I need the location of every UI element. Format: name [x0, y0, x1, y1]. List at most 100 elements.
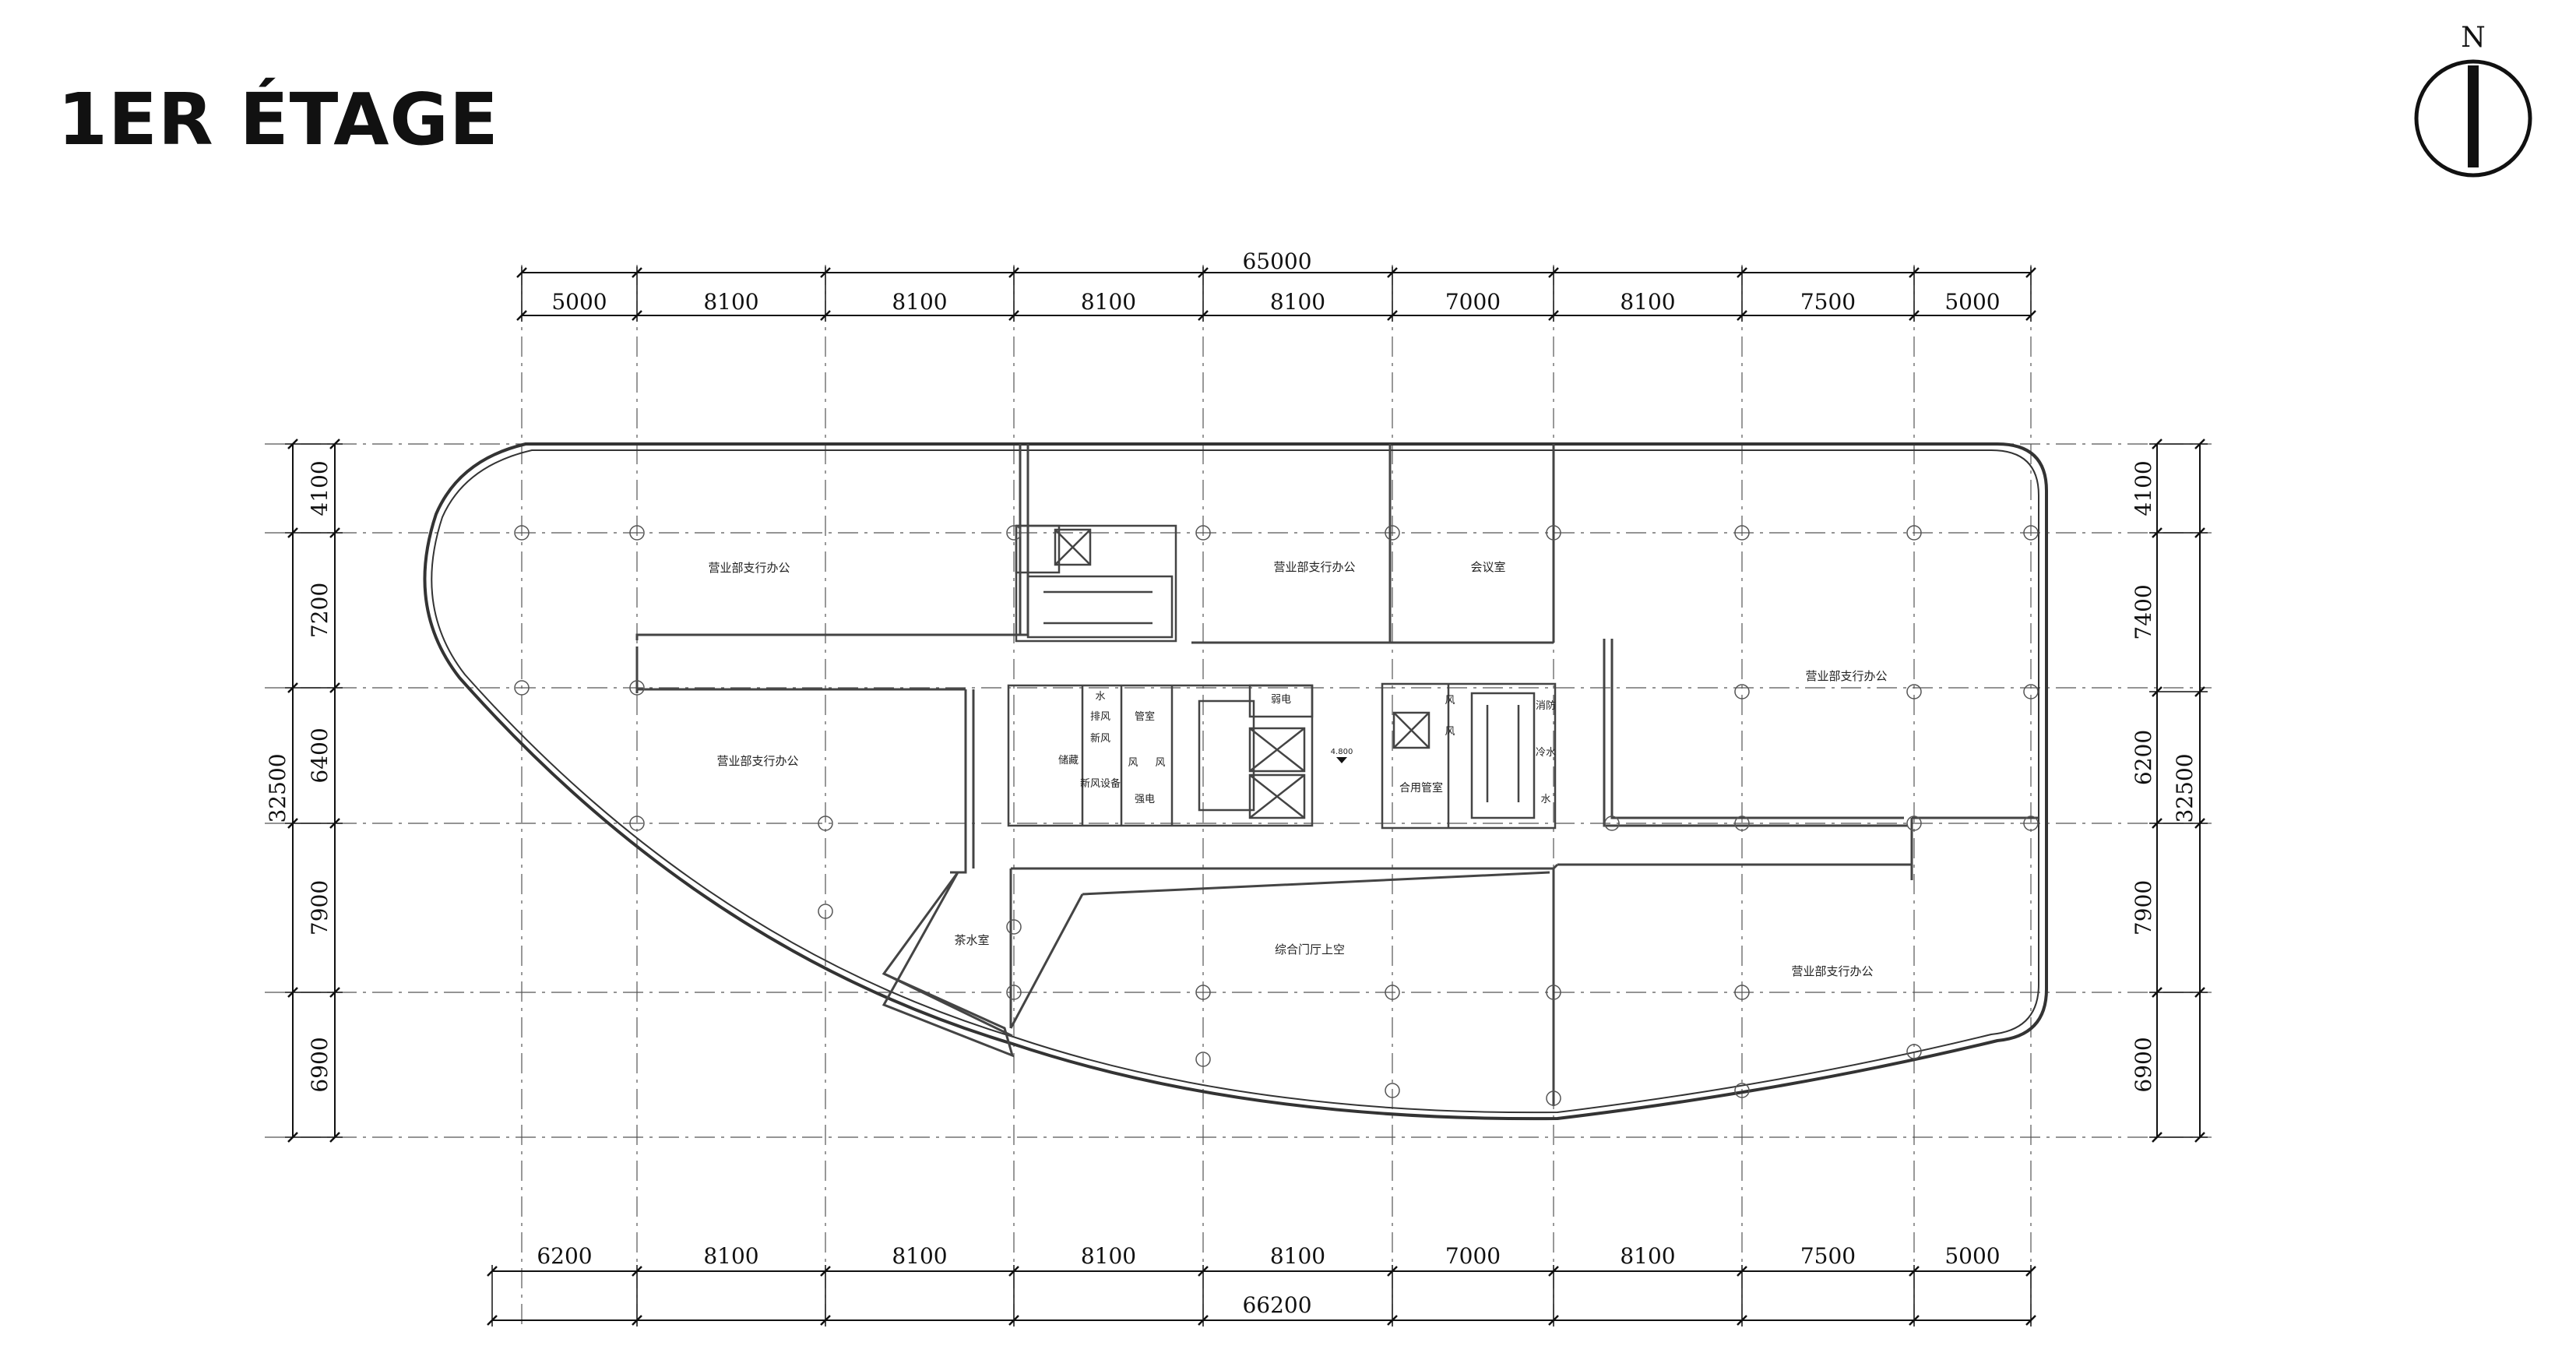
column-marker	[818, 816, 833, 831]
column-marker	[1734, 1083, 1750, 1098]
structural-columns	[514, 525, 2039, 1106]
top-span-dimension: 5000	[1944, 289, 2000, 315]
core-label-wind-d: 风	[1445, 726, 1455, 738]
core-label-fresh-air-a: 新风	[1090, 732, 1110, 745]
bottom-span-dimension: 8100	[1081, 1243, 1136, 1269]
room-label-office-n: 营业部支行办公	[1273, 560, 1355, 574]
room-label-tea-room: 茶水室	[954, 933, 989, 947]
column-marker	[2023, 684, 2039, 699]
column-marker	[1195, 985, 1211, 1000]
bottom-span-dimension: 5000	[1944, 1243, 2000, 1269]
top-span-dimension: 8100	[1270, 289, 1325, 315]
bottom-span-dimension: 8100	[1620, 1243, 1675, 1269]
room-label-office-w: 营业部支行办公	[716, 754, 798, 768]
service-core-east	[1381, 682, 1557, 830]
structural-grid	[265, 265, 2212, 1324]
left-span-dimension: 6900	[307, 1037, 333, 1092]
column-marker	[2023, 525, 2039, 541]
bottom-span-dimension: 8100	[1270, 1243, 1325, 1269]
column-marker	[629, 680, 645, 696]
room-label-office-se: 营业部支行办公	[1791, 964, 1873, 978]
left-span-dimension: 6400	[307, 728, 333, 783]
core-label-fire: 消防	[1536, 699, 1556, 712]
core-labels: 水 排风 新风 管室 弱电 风 风 风 新风设备 强电 储藏 风 消防 冷水 水…	[1058, 691, 1556, 805]
column-marker	[1546, 1090, 1561, 1106]
north-label: N	[2461, 22, 2486, 54]
column-marker	[1006, 919, 1022, 935]
right-span-dimension: 6200	[2131, 730, 2156, 785]
north-arrow: N	[2414, 22, 2532, 178]
right-span-dimension: 7400	[2131, 584, 2156, 639]
room-labels: 营业部支行办公 营业部支行办公 会议室 营业部支行办公 营业部支行办公 营业部支…	[708, 560, 1887, 978]
core-label-strong-elec: 强电	[1135, 794, 1155, 805]
right-dimension-chain	[2149, 439, 2208, 1143]
room-label-shared-shaft: 合用管室	[1399, 781, 1443, 794]
bottom-span-dimension: 6200	[537, 1243, 592, 1269]
bottom-dimension-chain	[487, 1265, 2036, 1326]
column-marker	[1906, 1044, 1922, 1059]
top-total-dimension: 65000	[1242, 248, 1311, 274]
room-label-meeting: 会议室	[1470, 560, 1505, 574]
column-marker	[1195, 1052, 1211, 1067]
column-marker	[1604, 816, 1620, 831]
column-marker	[629, 525, 645, 541]
core-label-fresh-air-equip: 新风设备	[1080, 777, 1121, 790]
core-label-wind-b: 风	[1155, 757, 1165, 769]
column-marker	[818, 904, 833, 919]
bottom-span-dimension: 8100	[703, 1243, 758, 1269]
column-marker	[1734, 816, 1750, 831]
level-mark-icon	[1336, 757, 1347, 763]
top-span-dimension: 8100	[1081, 289, 1136, 315]
core-label-water-b: 水	[1540, 794, 1550, 805]
column-marker	[1546, 525, 1561, 541]
column-marker	[2023, 816, 2039, 831]
room-label-office-e: 营业部支行办公	[1805, 669, 1887, 683]
room-label-atrium-void: 综合门厅上空	[1275, 942, 1345, 957]
bottom-span-dimension: 7000	[1445, 1243, 1501, 1269]
column-marker	[1006, 525, 1022, 541]
core-label-wind-c: 风	[1445, 695, 1455, 706]
core-label-storage: 储藏	[1058, 755, 1079, 766]
column-marker	[1006, 985, 1022, 1000]
left-total-dimension: 32500	[265, 753, 290, 823]
column-marker	[1906, 684, 1922, 699]
column-marker	[1385, 525, 1400, 541]
column-marker	[514, 525, 530, 541]
column-marker	[1734, 985, 1750, 1000]
core-label-cold-water: 冷水	[1536, 747, 1556, 759]
column-marker	[1734, 525, 1750, 541]
top-span-dimension: 8100	[892, 289, 947, 315]
service-core-west	[1007, 524, 1314, 827]
column-marker	[1546, 985, 1561, 1000]
column-marker	[1195, 525, 1211, 541]
left-span-dimension: 4100	[307, 460, 333, 516]
right-total-dimension: 32500	[2172, 753, 2198, 823]
interior-walls	[635, 444, 2039, 1106]
column-marker	[1906, 525, 1922, 541]
top-span-dimension: 5000	[551, 289, 607, 315]
top-span-dimension: 7000	[1445, 289, 1501, 315]
page-title: 1ER ÉTAGE	[58, 78, 499, 161]
core-label-weak-elec: 弱电	[1271, 694, 1291, 706]
left-span-dimension: 7900	[307, 880, 333, 935]
column-marker	[1906, 816, 1922, 831]
building-outline	[423, 442, 2048, 1121]
bottom-span-dimension: 8100	[892, 1243, 947, 1269]
column-marker	[1734, 684, 1750, 699]
right-span-dimension: 4100	[2131, 460, 2156, 516]
left-span-dimension: 7200	[307, 583, 333, 638]
bottom-total-dimension: 66200	[1242, 1292, 1311, 1318]
column-marker	[1385, 1083, 1400, 1098]
left-dimension-chain	[285, 439, 343, 1143]
column-marker	[514, 680, 530, 696]
core-label-water-a: 水	[1095, 691, 1105, 703]
column-marker	[629, 816, 645, 831]
bottom-span-dimension: 7500	[1800, 1243, 1856, 1269]
top-span-dimension: 7500	[1800, 289, 1856, 315]
level-mark-label: 4.800	[1331, 748, 1353, 756]
room-label-office-nw: 营业部支行办公	[708, 561, 790, 575]
core-label-wind-a: 风	[1128, 757, 1138, 769]
top-dimension-chain	[516, 266, 2036, 322]
core-label-shaft: 管室	[1135, 710, 1155, 723]
